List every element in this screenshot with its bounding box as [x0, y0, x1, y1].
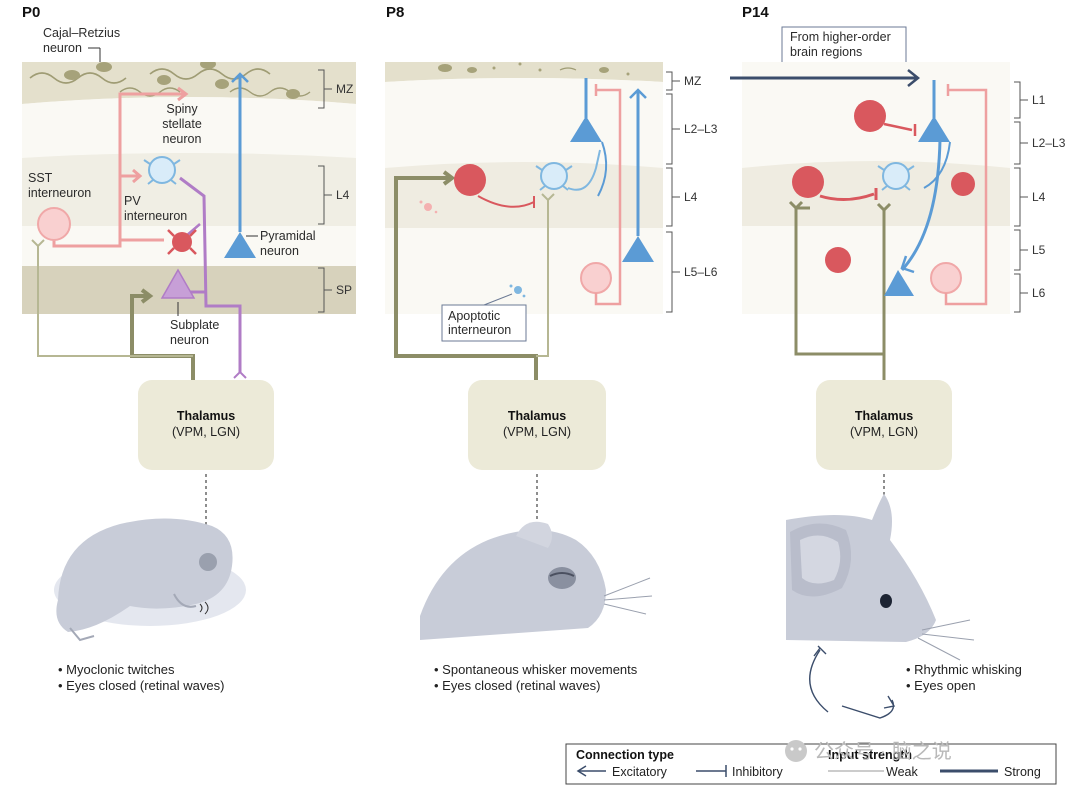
circuit-p0 — [31, 72, 256, 384]
apoptotic-label-box — [441, 304, 527, 342]
pyramidal-neuron-p0 — [224, 232, 256, 258]
behavior-p8-2: • Eyes closed (retinal waves) — [434, 678, 600, 693]
label-apoptotic-2: interneuron — [448, 323, 511, 337]
thalamus-box-p14 — [816, 380, 952, 470]
label-pv: PV — [124, 194, 141, 208]
legend-inhibitory: Inhibitory — [732, 765, 783, 779]
thalamus-sub-p0: (VPM, LGN) — [172, 425, 240, 439]
inhibitory-neuron-l1-p14 — [854, 100, 886, 132]
label-spiny-stellate-3: neuron — [163, 132, 202, 146]
subplate-neuron-p0 — [160, 268, 196, 299]
panel-p8: P8 — [385, 4, 718, 693]
sst-interneuron-p14 — [930, 262, 962, 294]
thalamus-name-p8: Thalamus — [508, 409, 566, 423]
label-pv-2: interneuron — [124, 209, 187, 223]
thalamus-box-p8 — [468, 380, 606, 470]
layer-label-sp-p0: SP — [336, 283, 352, 297]
thalamus-sub-p14: (VPM, LGN) — [850, 425, 918, 439]
behavior-p8-1: • Spontaneous whisker movements — [434, 662, 638, 677]
layer-label-l4-p14: L4 — [1032, 190, 1046, 204]
circuit-p14 — [730, 69, 988, 384]
panel-title-p14: P14 — [742, 4, 769, 21]
layer-brackets-p8: MZ L2–L3 L4 L5–L6 — [666, 71, 718, 313]
layer-label-l4-p0: L4 — [336, 188, 350, 202]
legend-weak: Weak — [886, 765, 918, 779]
label-apoptotic: Apoptotic — [448, 309, 500, 323]
label-subplate: Subplate — [170, 318, 219, 332]
circuit-p8 — [394, 78, 654, 384]
layer-label-l1-p14: L1 — [1032, 93, 1046, 107]
thalamus-name-p0: Thalamus — [177, 409, 235, 423]
layer-label-l23-p8: L2–L3 — [684, 122, 718, 136]
interneuron-l4-p14 — [951, 172, 975, 196]
panel-title-p8: P8 — [386, 4, 404, 21]
spiny-stellate-neuron-p14 — [882, 162, 910, 190]
label-sst: SST — [28, 171, 53, 185]
label-pyramidal-2: neuron — [260, 244, 299, 258]
watermark-text: 公众号 · 脑之说 — [814, 740, 952, 763]
adult-mouse-illustration — [786, 494, 975, 719]
legend-strong: Strong — [1004, 765, 1041, 779]
label-spiny-stellate: Spiny — [166, 102, 198, 116]
layer-label-mz-p8: MZ — [684, 74, 701, 88]
interneuron-l5-p14 — [825, 247, 851, 273]
pyramidal-l23-p14 — [918, 116, 950, 142]
legend-strength-title: Input strength — [828, 748, 912, 762]
pup-illustration — [54, 518, 246, 642]
panel-title-p0: P0 — [22, 4, 40, 21]
layer-brackets-p0: MZ L4 SP — [318, 69, 353, 313]
juvenile-mouse-illustration — [420, 521, 653, 640]
layer-label-l4-p8: L4 — [684, 190, 698, 204]
panel-p14: P14 From higher-order brain regions — [730, 4, 1066, 719]
pyramidal-l23-p8 — [570, 116, 602, 142]
label-spiny-stellate-2: stellate — [162, 117, 202, 131]
layer-label-mz-p0: MZ — [336, 82, 353, 96]
layer-label-l5-p14: L5 — [1032, 243, 1046, 257]
behavior-p0-1: • Myoclonic twitches — [58, 662, 175, 677]
layer-label-l56-p8: L5–L6 — [684, 265, 718, 279]
thalamus-sub-p8: (VPM, LGN) — [503, 425, 571, 439]
pv-interneuron-p8 — [454, 164, 486, 196]
pyramidal-l6-p14 — [884, 270, 914, 296]
layer-label-l23-p14: L2–L3 — [1032, 136, 1066, 150]
watermark: 公众号 · 脑之说 — [785, 740, 952, 763]
legend-excitatory: Excitatory — [612, 765, 668, 779]
legend-box — [565, 743, 1057, 785]
panel-p0: P0 — [22, 4, 356, 693]
label-sst-2: interneuron — [28, 186, 91, 200]
spiny-stellate-neuron-p0 — [148, 156, 176, 184]
label-subplate-2: neuron — [170, 333, 209, 347]
label-cajal-retzius: Cajal–Retzius — [43, 26, 120, 40]
pv-interneuron-p14 — [792, 166, 824, 198]
legend-connection-title: Connection type — [576, 748, 674, 762]
thalamus-box-p0 — [138, 380, 274, 470]
behavior-p14-2: • Eyes open — [906, 678, 976, 693]
sst-interneuron-p0 — [37, 207, 71, 241]
cortex-section-p8 — [385, 62, 663, 314]
behavior-p0-2: • Eyes closed (retinal waves) — [58, 678, 224, 693]
label-higher-order: From higher-order — [790, 30, 891, 44]
pyramidal-l5-p8 — [622, 236, 654, 262]
wechat-icon — [785, 740, 807, 762]
label-higher-order-2: brain regions — [790, 45, 862, 59]
label-cajal-retzius-2: neuron — [43, 41, 82, 55]
label-pyramidal: Pyramidal — [260, 229, 316, 243]
legend: Connection type Excitatory Inhibitory In… — [565, 743, 1057, 785]
spiny-stellate-neuron-p8 — [540, 162, 568, 190]
thalamus-name-p14: Thalamus — [855, 409, 913, 423]
layer-label-l6-p14: L6 — [1032, 286, 1046, 300]
sst-interneuron-p8 — [580, 262, 612, 294]
pv-interneuron-p0 — [172, 232, 192, 252]
layer-brackets-p14: L1 L2–L3 L4 L5 L6 — [1014, 81, 1066, 313]
behavior-p14-1: • Rhythmic whisking — [906, 662, 1022, 677]
